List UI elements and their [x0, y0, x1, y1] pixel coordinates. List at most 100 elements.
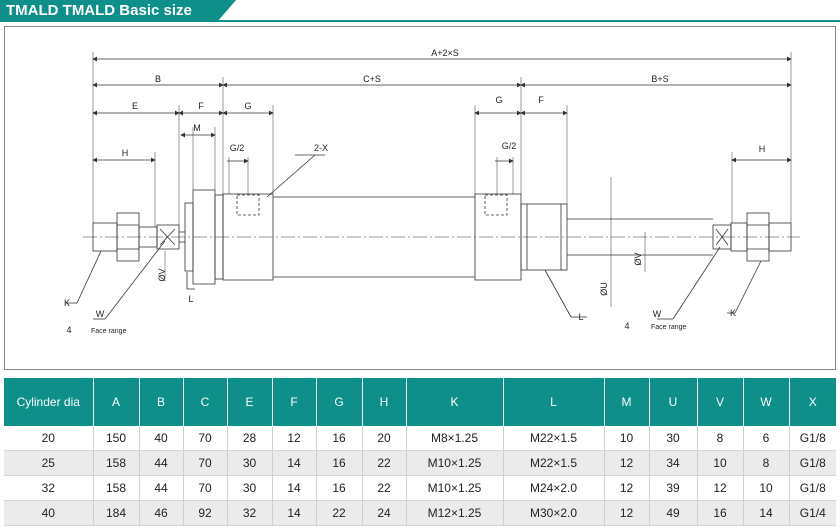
table-cell: 46	[139, 500, 184, 526]
table-cell: M24×2.0	[503, 475, 605, 501]
dim-2x: 2-X	[314, 143, 328, 153]
table-cell: 14	[272, 500, 317, 526]
table-cell: 16	[316, 475, 363, 501]
dim-h-left: H	[122, 148, 129, 158]
table-cell: 12	[697, 475, 744, 501]
table-cell: G1/8	[799, 481, 826, 495]
col-header: B	[139, 378, 184, 426]
dim-v-left: ØV	[157, 268, 167, 281]
table-cell: 12	[604, 450, 650, 476]
table-cell: M10×1.25	[406, 450, 504, 476]
table-cell: 10	[697, 450, 744, 476]
table-cell: 14	[272, 450, 317, 476]
dim-m: M	[193, 123, 201, 133]
col-header: G	[316, 378, 363, 426]
dim-u: ØU	[599, 282, 609, 296]
right-rod-thread	[768, 222, 792, 252]
table-cell: M12×1.25	[406, 500, 504, 526]
drawing-frame: A+2×S B C+S B+S E F G G F M H H G/2 G/2 …	[4, 26, 836, 370]
table-cell: M8×1.25	[406, 426, 504, 451]
table-cell: 30	[227, 450, 273, 476]
table-cell: 16	[697, 500, 744, 526]
table-cell: 22	[362, 475, 407, 501]
table-cell: 25	[4, 450, 94, 476]
table-cell: M22×1.5	[503, 450, 605, 476]
col-header: F	[272, 378, 317, 426]
col-header: W	[743, 378, 790, 426]
table-cell: 158	[93, 475, 140, 501]
table-cell: 49	[649, 500, 698, 526]
dim-four-right: 4	[624, 321, 629, 331]
table-cell: 12	[272, 426, 317, 451]
dim-h-right: H	[759, 144, 766, 154]
face-range-right: Face range	[651, 324, 687, 331]
table-cell: 44	[139, 475, 184, 501]
table-cell: G1/4	[789, 500, 836, 526]
dimensions-table-wrap: Cylinder dia A B C E F G H K L M U V W X…	[4, 378, 836, 526]
table-row: 40 184 46 92 32 14 22 24 M12×1.25 M30×2.…	[4, 500, 836, 526]
table-cell: M30×2.0	[503, 500, 605, 526]
table-cell: 16	[316, 426, 363, 451]
table-cell: 32	[4, 475, 94, 501]
table-cell: 70	[183, 450, 228, 476]
cylinder-drawing: A+2×S B C+S B+S E F G G F M H H G/2 G/2 …	[64, 48, 800, 335]
table-cell: 20	[4, 426, 94, 451]
table-cell: 30	[227, 475, 273, 501]
table-cell: 8	[743, 450, 790, 476]
table-row: 20 150 40 70 28 12 16 20 M8×1.25 M22×1.5…	[4, 426, 836, 451]
col-header: V	[697, 378, 744, 426]
table-cell: G1/8	[789, 450, 836, 476]
dim-g2-left: G/2	[230, 143, 245, 153]
table-cell: 10	[743, 475, 790, 501]
dim-e: E	[132, 101, 138, 111]
dim-f-left: F	[198, 101, 204, 111]
table-header-row: Cylinder dia A B C E F G H K L M U V W X	[4, 378, 836, 426]
col-header: Cylinder dia	[4, 378, 94, 426]
table-cell: 12	[604, 475, 650, 501]
table-cell: M10×1.25	[406, 475, 504, 501]
dimensions-table: Cylinder dia A B C E F G H K L M U V W X…	[4, 378, 836, 526]
table-cell: 22	[316, 500, 363, 526]
table-cell: 16	[316, 450, 363, 476]
right-mount-nut	[520, 203, 568, 271]
title-underline	[0, 20, 840, 22]
dim-cs: C+S	[363, 74, 381, 84]
col-header: C	[183, 378, 228, 426]
table-cell: 12	[604, 500, 650, 526]
col-header: M	[604, 378, 650, 426]
table-row: 32 158 44 70 30 14 16 22 M10×1.25 M24×2.…	[4, 475, 836, 501]
dim-b: B	[155, 74, 161, 84]
dim-k-right: K	[730, 308, 736, 318]
page-title: TMALD TMALD Basic size	[0, 0, 236, 22]
table-cell: 14	[743, 500, 790, 526]
col-header: E	[227, 378, 273, 426]
col-header: A	[93, 378, 140, 426]
table-cell: 8	[697, 426, 744, 451]
col-header: L	[503, 378, 605, 426]
table-cell: 39	[649, 475, 698, 501]
dim-bs: B+S	[651, 74, 668, 84]
col-header: X	[789, 378, 836, 426]
table-cell: 20	[362, 426, 407, 451]
dim-l-right: L	[578, 312, 583, 322]
table-cell: 6	[743, 426, 790, 451]
table-cell: G1/8	[799, 431, 826, 445]
dim-k-left: K	[64, 298, 70, 308]
dim-w-left: W	[96, 309, 105, 319]
table-cell: 70	[183, 475, 228, 501]
table-cell: 150	[93, 426, 140, 451]
table-cell: 24	[362, 500, 407, 526]
table-cell: 92	[183, 500, 228, 526]
col-header: H	[362, 378, 407, 426]
col-header: K	[406, 378, 504, 426]
table-row: 25 158 44 70 30 14 16 22 M10×1.25 M22×1.…	[4, 450, 836, 476]
table-cell: 34	[649, 450, 698, 476]
title-bar: TMALD TMALD Basic size	[0, 0, 840, 22]
dim-w-right: W	[653, 309, 662, 319]
table-cell: 40	[4, 500, 94, 526]
table-cell: 70	[183, 426, 228, 451]
dim-a2s: A+2×S	[431, 48, 459, 58]
dim-l-left: L	[188, 294, 193, 304]
col-header: U	[649, 378, 698, 426]
dim-g-right: G	[495, 95, 502, 105]
